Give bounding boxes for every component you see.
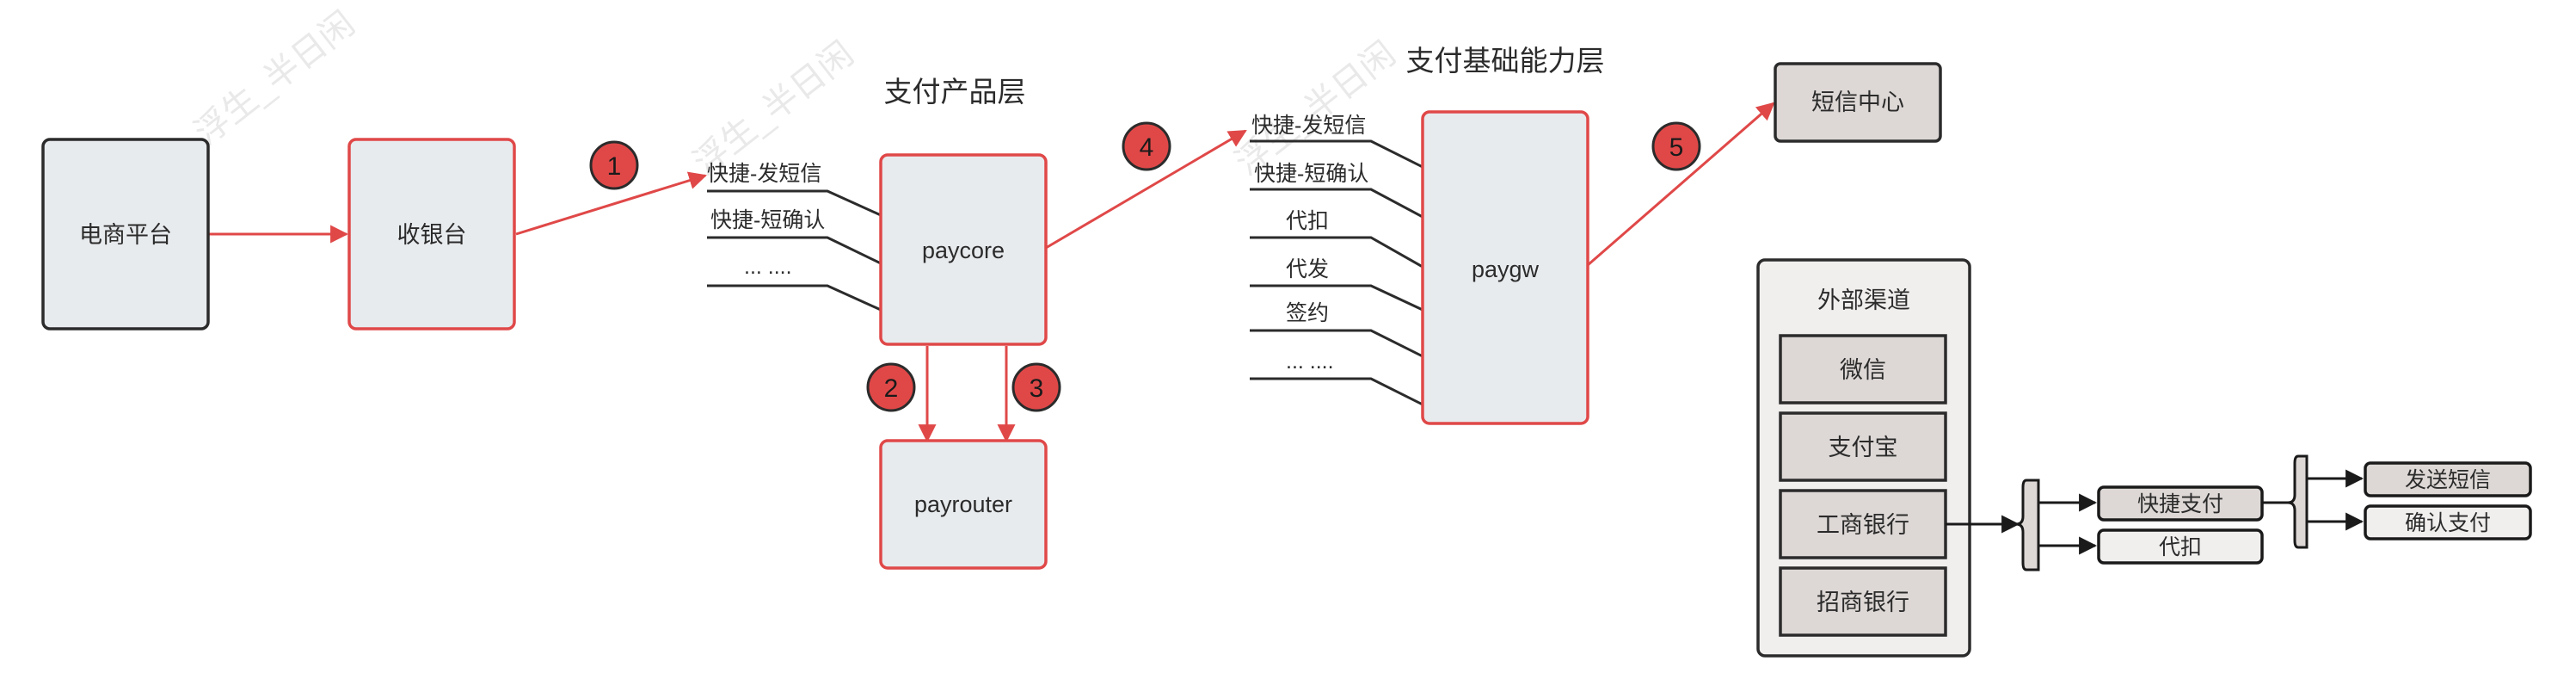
channel-label: 工商银行 [1817,512,1909,538]
paygw-interface-label: 快捷-发短信 [1251,114,1366,138]
paygw-interface-label: 代扣 [1286,209,1329,233]
watermark-text: 浮生_半日闲 [188,5,361,153]
action-confirm-pay [2364,504,2532,540]
step-number: 1 [607,152,622,181]
step-badge-5: 5 [1651,121,1701,171]
node-cashier-label: 收银台 [397,222,467,248]
channel-cmb [1779,566,1947,637]
node-payrouter-label: payrouter [914,491,1012,517]
external-channels-title: 外部渠道 [1817,287,1910,313]
step-number: 5 [1669,133,1684,162]
node-paygw: paygw [1421,110,1589,425]
channel-alipay [1779,411,1947,482]
channel-label: 微信 [1840,357,1886,383]
channel-label: 招商银行 [1817,590,1909,615]
node-ecommerce: 电商平台 [41,138,210,330]
node-sms-center-label: 短信中心 [1811,90,1904,115]
step-number: 3 [1030,374,1044,403]
watermark-text: 浮生_半日闲 [686,35,860,183]
channel-label: 支付宝 [1829,435,1898,460]
node-payrouter: payrouter [879,439,1048,570]
node-ecommerce-label: 电商平台 [79,222,172,248]
arrow-paycore-to-paygw-api [1045,129,1247,250]
product-withhold [2097,528,2264,565]
paycore-interface-label: 快捷-发短信 [707,162,821,186]
paygw-interface-label: ... .... [1286,349,1334,374]
paygw-interface-label: 代发 [1286,257,1329,281]
brace-icbc-products [2015,479,2040,571]
product-label: 代扣 [2159,535,2202,559]
channel-icbc [1779,489,1947,559]
action-label: 确认支付 [2405,511,2491,535]
step-badge-2: 2 [866,362,916,412]
brace-quick-pay-actions [2287,454,2309,549]
step-badge-1: 1 [589,140,639,190]
step-badge-4: 4 [1122,121,1171,171]
node-paycore-label: paycore [922,238,1005,263]
external-channels-panel: 外部渠道 微信 支付宝 工商银行 招商银行 [1756,258,1971,658]
action-send-sms [2364,461,2532,497]
watermark-text: 浮生_半日闲 [1228,35,1402,183]
paycore-interface-label: 快捷-短确认 [710,208,825,232]
arrow-paygw-to-sms-center [1587,102,1775,267]
step-number: 2 [884,374,899,403]
node-paycore: paycore [879,153,1048,346]
arrow-cashier-to-paycore-api [515,171,708,236]
node-paygw-label: paygw [1472,256,1540,282]
paygw-interface-label: 快捷-短确认 [1254,162,1368,186]
basic-layer-title: 支付基础能力层 [1406,45,1605,77]
product-layer-title: 支付产品层 [884,76,1026,108]
product-label: 快捷支付 [2137,492,2223,516]
paycore-interface-lines [707,189,882,312]
icbc-product-tree: 快捷支付 代扣 发送短信 确认支付 [1946,454,2532,571]
node-sms-center: 短信中心 [1774,62,1942,143]
paygw-interface-lines [1250,139,1423,406]
paygw-interface-label: 签约 [1286,301,1329,325]
paycore-interface-label: ... .... [744,255,792,279]
step-number: 4 [1140,133,1154,162]
step-badge-3: 3 [1011,362,1061,412]
channel-wechat [1779,334,1947,405]
action-label: 发送短信 [2405,468,2491,492]
node-cashier: 收银台 [347,138,516,330]
